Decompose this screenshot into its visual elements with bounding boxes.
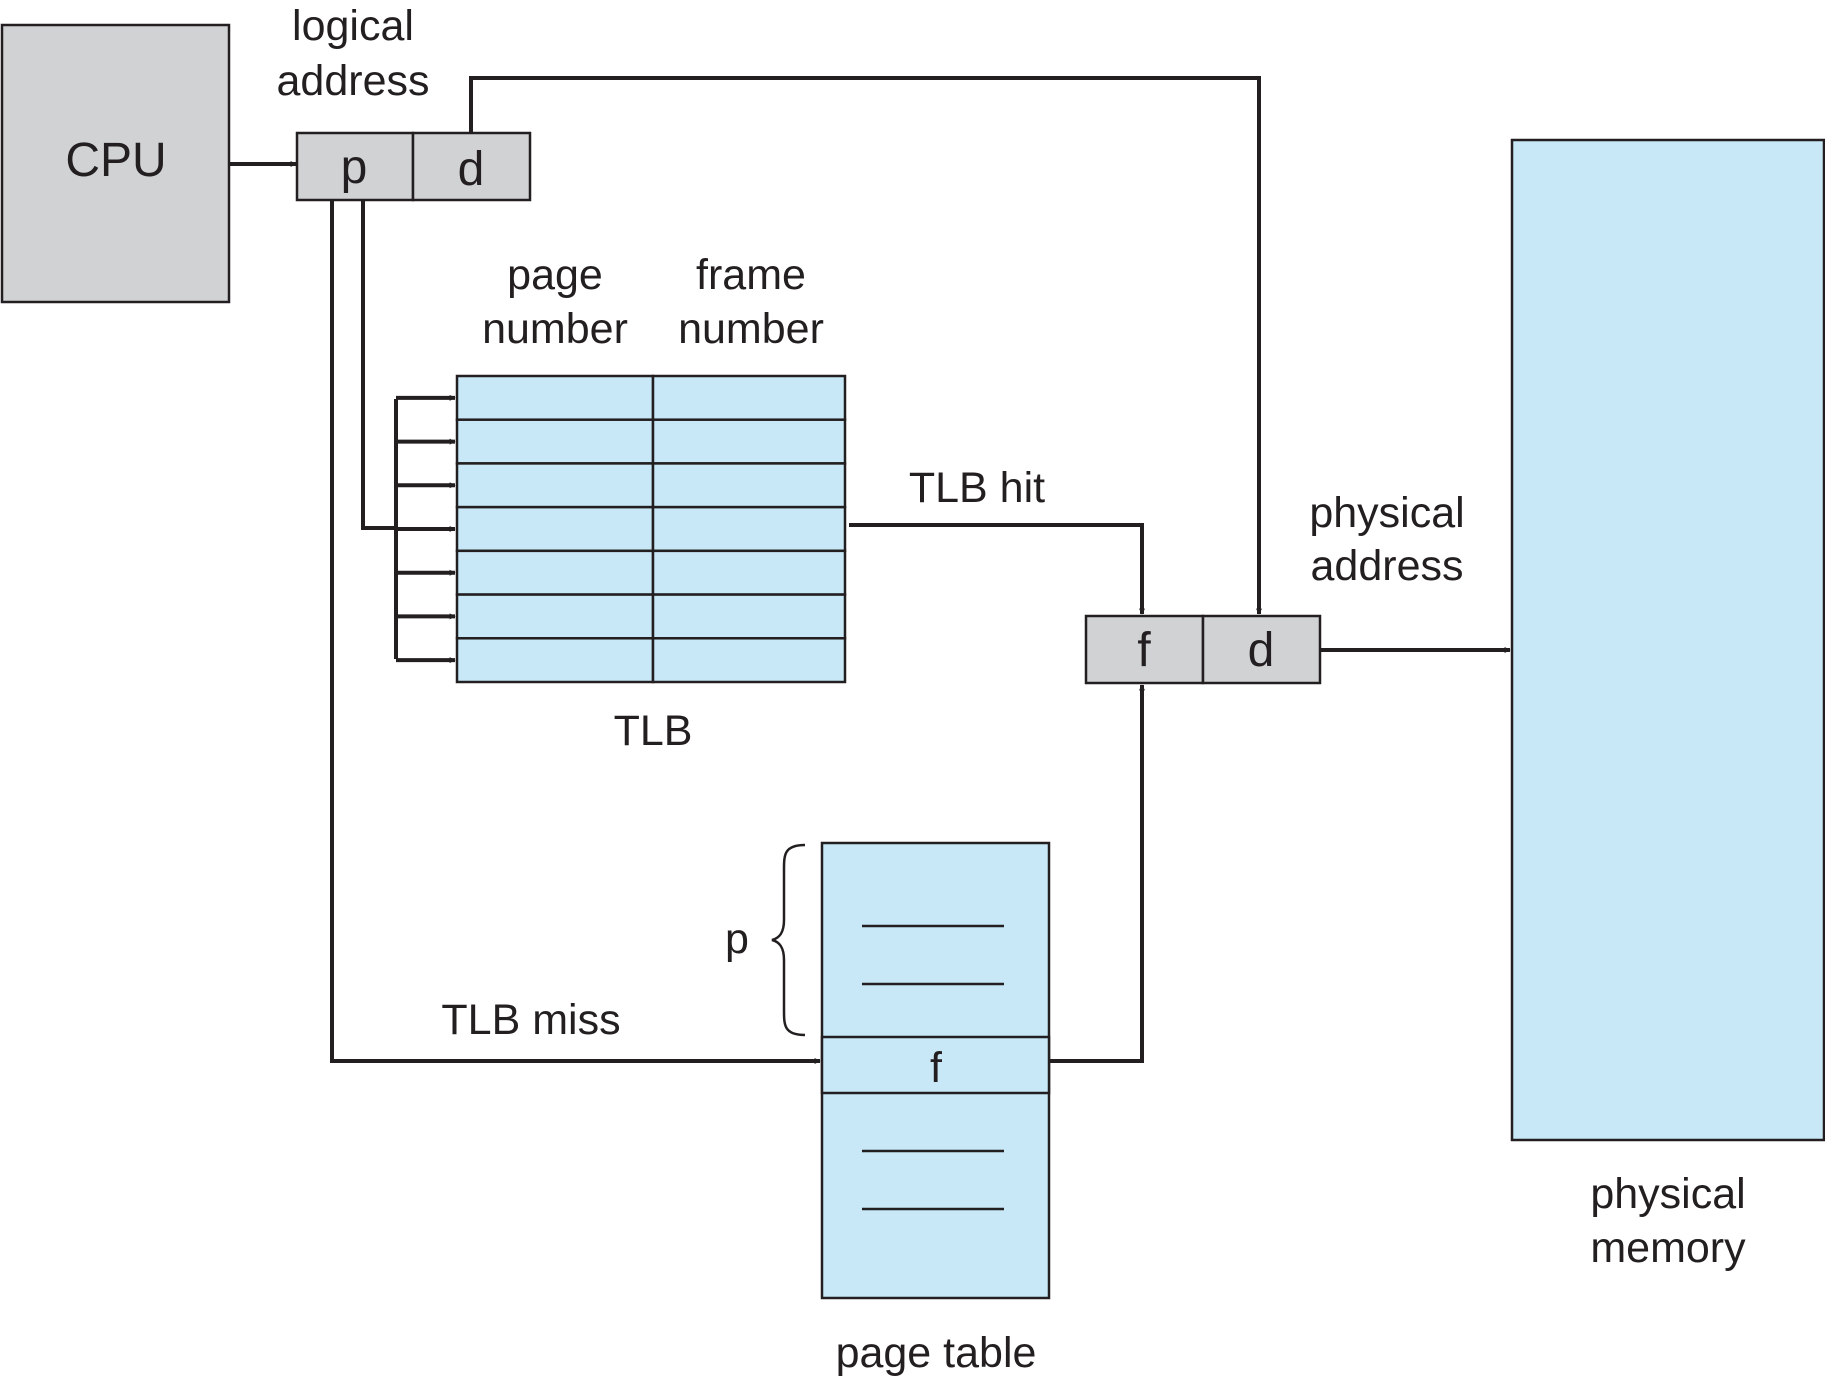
page-index-brace — [771, 843, 806, 1037]
p-to-tlb-line — [361, 200, 396, 530]
tlb-col2-header-line2: number — [678, 305, 824, 353]
tlb-col1-header-line1: page — [507, 251, 603, 299]
tlb-frame-cell — [651, 505, 847, 553]
physical-f-label: f — [1137, 624, 1151, 677]
physical-address-label-line1: physical — [1309, 489, 1464, 537]
tlb-col1-header-line2: number — [482, 305, 628, 353]
logical-d-label: d — [458, 143, 485, 196]
page-table-f-label: f — [930, 1044, 943, 1092]
tlb-page-cell — [455, 593, 655, 640]
tlb-frame-cell — [651, 637, 847, 684]
tlb-page-cell — [455, 374, 655, 421]
tlb-search-arrows — [396, 394, 456, 664]
tlb-miss-label: TLB miss — [441, 996, 620, 1044]
physical-memory-label-line2: memory — [1590, 1224, 1746, 1272]
logical-p-cell — [295, 131, 415, 202]
page-table-p-label: p — [725, 915, 749, 963]
physical-f-cell — [1084, 614, 1205, 685]
tlb-frame-cell — [651, 462, 847, 509]
cpu-label: CPU — [65, 134, 166, 187]
tlb-page-cell — [455, 549, 655, 596]
physical-memory-label-line1: physical — [1590, 1170, 1745, 1218]
cpu-box: CPU — [0, 23, 231, 304]
tlb-frame-cell — [651, 593, 847, 640]
page-table-entry-f — [820, 1035, 1051, 1095]
tlb-page-cell — [455, 462, 655, 509]
tlb-frame-cell — [651, 418, 847, 465]
physical-d-cell — [1201, 614, 1322, 685]
physical-address-label-line2: address — [1311, 542, 1464, 590]
tlb-miss-arrow — [330, 200, 821, 1064]
page-table: f — [820, 841, 1051, 1300]
page-table-title: page table — [836, 1329, 1037, 1377]
tlb-hit-arrow — [849, 523, 1145, 615]
tlb-page-cell — [455, 418, 655, 465]
logical-address-box: p d — [295, 131, 532, 202]
page-table-to-physical-arrow — [1049, 684, 1145, 1063]
tlb-frame-cell — [651, 374, 847, 421]
offset-d-arrow — [469, 76, 1262, 615]
logical-p-label: p — [341, 141, 368, 194]
tlb-title: TLB — [614, 707, 693, 755]
tlb-frame-cell — [651, 549, 847, 596]
tlb-table — [455, 374, 847, 684]
tlb-page-cell — [455, 637, 655, 684]
tlb-hit-label: TLB hit — [909, 464, 1045, 512]
physical-d-label: d — [1248, 624, 1275, 677]
physical-memory-box — [1510, 138, 1825, 1142]
logical-address-label-line2: address — [277, 57, 430, 105]
tlb-col2-header-line1: frame — [696, 251, 806, 299]
physical-address-box: f d — [1084, 614, 1322, 685]
tlb-page-cell — [455, 505, 655, 553]
logical-address-label-line1: logical — [292, 2, 414, 50]
